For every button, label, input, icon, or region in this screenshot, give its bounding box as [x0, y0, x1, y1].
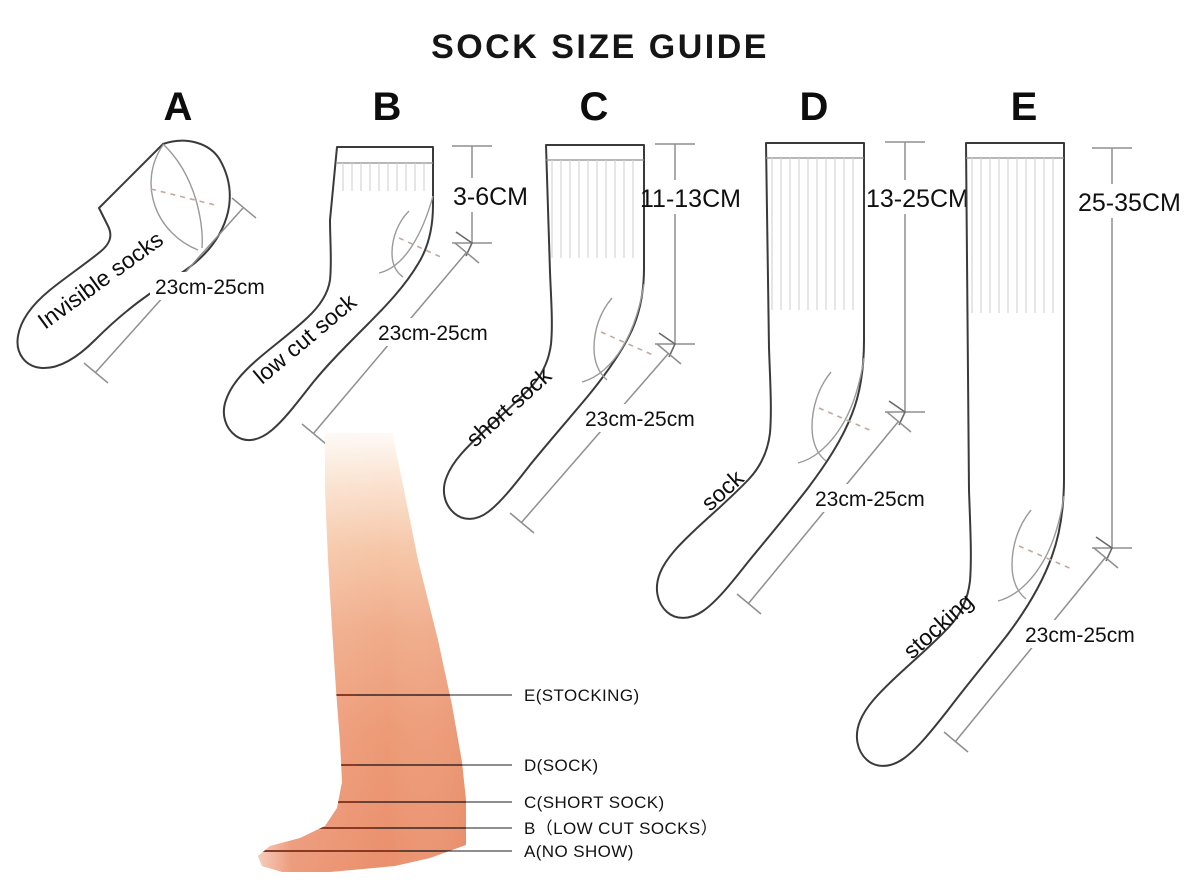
- sock-height-e: 25-35CM: [1078, 189, 1181, 217]
- leg-label-a: A(NO SHOW): [524, 842, 634, 861]
- sock-group-e: E stocking: [855, 85, 1181, 767]
- dimension-length-e: 23cm-25cm: [943, 547, 1144, 753]
- dimension-height-b: 3-6CM: [452, 145, 528, 257]
- sock-letter-e: E: [1011, 85, 1038, 129]
- sock-ribbing-e: [971, 158, 1054, 313]
- sock-height-c: 11-13CM: [640, 185, 741, 213]
- dimension-length-d: 23cm-25cm: [736, 411, 934, 615]
- sock-letter-d: D: [800, 85, 829, 129]
- sock-group-c: C short sock: [442, 85, 741, 534]
- sock-group-d: D sock: [655, 85, 969, 619]
- leg-label-c: C(SHORT SOCK): [524, 793, 665, 812]
- sock-length-b: 23cm-25cm: [378, 322, 488, 345]
- sock-length-e: 23cm-25cm: [1025, 624, 1135, 647]
- dimension-height-d: 13-25CM: [866, 141, 969, 426]
- sock-ribbing-b: [342, 163, 425, 191]
- leg-label-b: B（LOW CUT SOCKS）: [524, 819, 718, 838]
- sock-length-a: 23cm-25cm: [155, 276, 265, 299]
- dimension-height-c: 11-13CM: [640, 143, 741, 358]
- sock-ribbing-c: [551, 160, 634, 258]
- sock-group-a: A Invisible socks 23cm-25cm: [16, 85, 272, 384]
- leg-callouts: E(STOCKING) D(SOCK) C(SHORT SOCK) B（LOW …: [355, 686, 718, 861]
- sock-letter-b: B: [373, 85, 402, 129]
- dimension-length-b: 23cm-25cm: [301, 242, 497, 445]
- dimension-length-c: 23cm-25cm: [509, 343, 704, 534]
- sock-length-c: 23cm-25cm: [585, 408, 695, 431]
- sock-group-b: B low cut sock: [222, 85, 528, 445]
- sock-length-d: 23cm-25cm: [815, 488, 925, 511]
- sock-ribbing-d: [771, 158, 854, 310]
- sock-letter-c: C: [580, 85, 609, 129]
- leg-label-d: D(SOCK): [524, 756, 599, 775]
- sock-height-b: 3-6CM: [453, 183, 528, 211]
- sock-letter-a: A: [164, 85, 193, 129]
- page-title: SOCK SIZE GUIDE: [431, 28, 769, 66]
- dimension-length-a: 23cm-25cm: [83, 197, 272, 384]
- leg-label-e: E(STOCKING): [524, 686, 640, 705]
- sock-height-d: 13-25CM: [866, 185, 969, 213]
- dimension-height-e: 25-35CM: [1078, 147, 1181, 562]
